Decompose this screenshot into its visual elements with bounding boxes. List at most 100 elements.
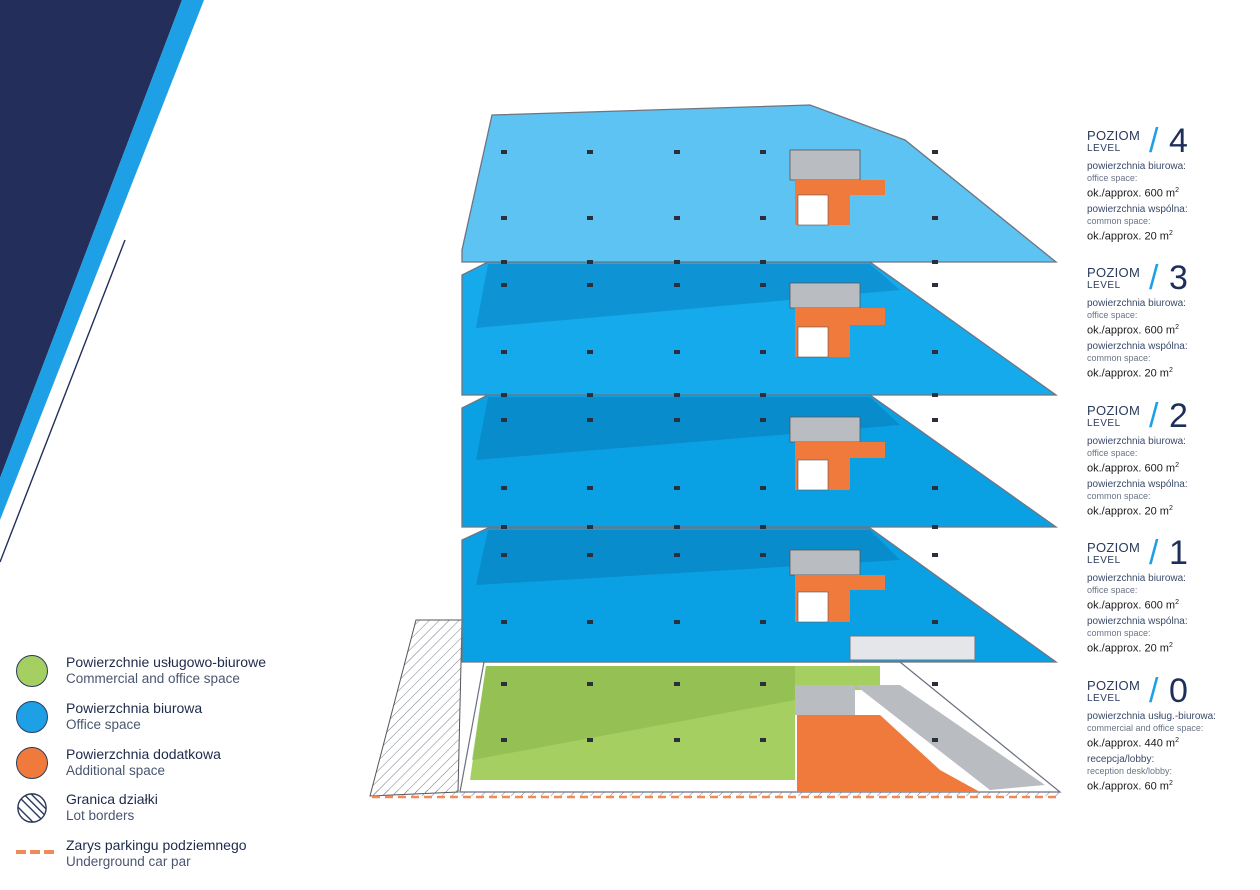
office-value-text: ok./approx. 600 m [1087,462,1176,475]
column-marker [674,553,680,557]
office-label-en: office space: [1087,448,1138,458]
column-marker [501,216,507,220]
level-label: LEVEL [1087,555,1121,566]
level-number: 3 [1169,259,1188,297]
column-marker [760,486,766,490]
common-label-en: common space: [1087,627,1151,638]
unit-superscript: 2 [1175,737,1179,744]
common-value: ok./approx. 20 m2 [1087,364,1257,381]
column-marker [760,553,766,557]
common-label-en: common space: [1087,490,1151,501]
column-marker [501,486,507,490]
legend-label-pl: Granica działki [66,791,158,807]
slash-glyph: / [1149,534,1159,572]
slash-glyph: / [1149,397,1159,435]
column-marker [932,682,938,686]
level-label: LEVEL [1087,693,1121,704]
column-marker [674,350,680,354]
common-value-text: ok./approx. 20 m [1087,367,1169,380]
level-label: LEVEL [1087,280,1121,291]
level-0-floor [369,619,1062,799]
column-marker [674,620,680,624]
common-value-text: ok./approx. 20 m [1087,230,1169,243]
office-label-pl: powierzchnia biurowa: [1087,436,1186,447]
legend-item-commercial: Powierzchnie usługowo-biurowe Commercial… [14,652,314,692]
legend-item-office: Powierzchnia biurowa Office space [14,698,314,738]
office-value-text: ok./approx. 600 m [1087,599,1176,612]
column-marker [501,525,507,529]
lot-border-hatch [369,619,463,797]
hatch-swatch [17,793,47,823]
unit-superscript: 2 [1168,504,1173,512]
common-value-text: ok./approx. 20 m [1087,642,1169,655]
column-marker [501,150,507,154]
column-marker [760,418,766,422]
column-marker [587,393,593,397]
column-marker [587,738,593,742]
slash-glyph: / [1149,672,1159,710]
office-value-text: ok./approx. 600 m [1087,324,1176,337]
office-label-en: commercial and office space: [1087,723,1204,733]
column-marker [674,393,680,397]
column-marker [587,682,593,686]
common-label-en: common space: [1087,215,1151,226]
reception-area [797,715,980,792]
unit-superscript: 2 [1168,229,1173,237]
column-marker [674,150,680,154]
office-value-text: ok./approx. 440 m [1087,737,1176,750]
legend-label-pl: Zarys parkingu podziemnego [66,837,247,853]
column-marker [587,350,593,354]
column-marker [932,620,938,624]
unit-superscript: 2 [1175,462,1179,469]
column-marker [501,682,507,686]
column-marker [760,260,766,264]
common-label-pl: recepcja/lobby: [1087,753,1155,765]
thin-line [0,239,126,563]
column-marker [760,525,766,529]
column-marker [760,682,766,686]
poziom-label: POZIOM [1087,540,1141,555]
column-marker [587,283,593,287]
legend-item-lot: Granica działki Lot borders [14,789,314,829]
column-marker [674,260,680,264]
legend-label-pl: Powierzchnie usługowo-biurowe [66,654,266,670]
level-3-floor [461,261,1059,396]
office-label-en: office space: [1087,310,1138,320]
slash-glyph: / [1149,259,1159,297]
blue-swatch [16,701,48,733]
orange-swatch [16,747,48,779]
structural-columns [501,150,938,742]
unit-superscript: 2 [1168,779,1173,787]
unit-superscript: 2 [1168,366,1173,374]
level-label: LEVEL [1087,418,1121,429]
slash-glyph: / [1149,122,1159,160]
common-value-text: ok./approx. 20 m [1087,505,1169,518]
legend-item-additional: Powierzchnia dodatkowa Additional space [14,744,314,784]
legend-item-parking: Zarys parkingu podziemnego Underground c… [14,835,314,875]
level-label: LEVEL [1087,143,1121,154]
common-label-pl: powierzchnia wspólna: [1087,615,1188,627]
level-number: 0 [1169,672,1188,710]
common-value-text: ok./approx. 60 m [1087,780,1169,793]
column-marker [674,525,680,529]
column-marker [501,283,507,287]
column-marker [760,350,766,354]
column-marker [932,150,938,154]
legend-label-en: Office space [66,717,141,732]
common-label-en: common space: [1087,352,1151,363]
column-marker [501,393,507,397]
common-value: ok./approx. 60 m2 [1087,777,1257,794]
office-value-text: ok./approx. 600 m [1087,187,1176,200]
common-value: ok./approx. 20 m2 [1087,227,1257,244]
common-label-pl: powierzchnia wspólna: [1087,340,1188,352]
column-marker [674,682,680,686]
office-value: ok./approx. 440 m2 [1087,734,1257,751]
office-label-pl: powierzchnia biurowa: [1087,298,1186,309]
column-marker [501,620,507,624]
legend-label-en: Commercial and office space [66,671,240,686]
